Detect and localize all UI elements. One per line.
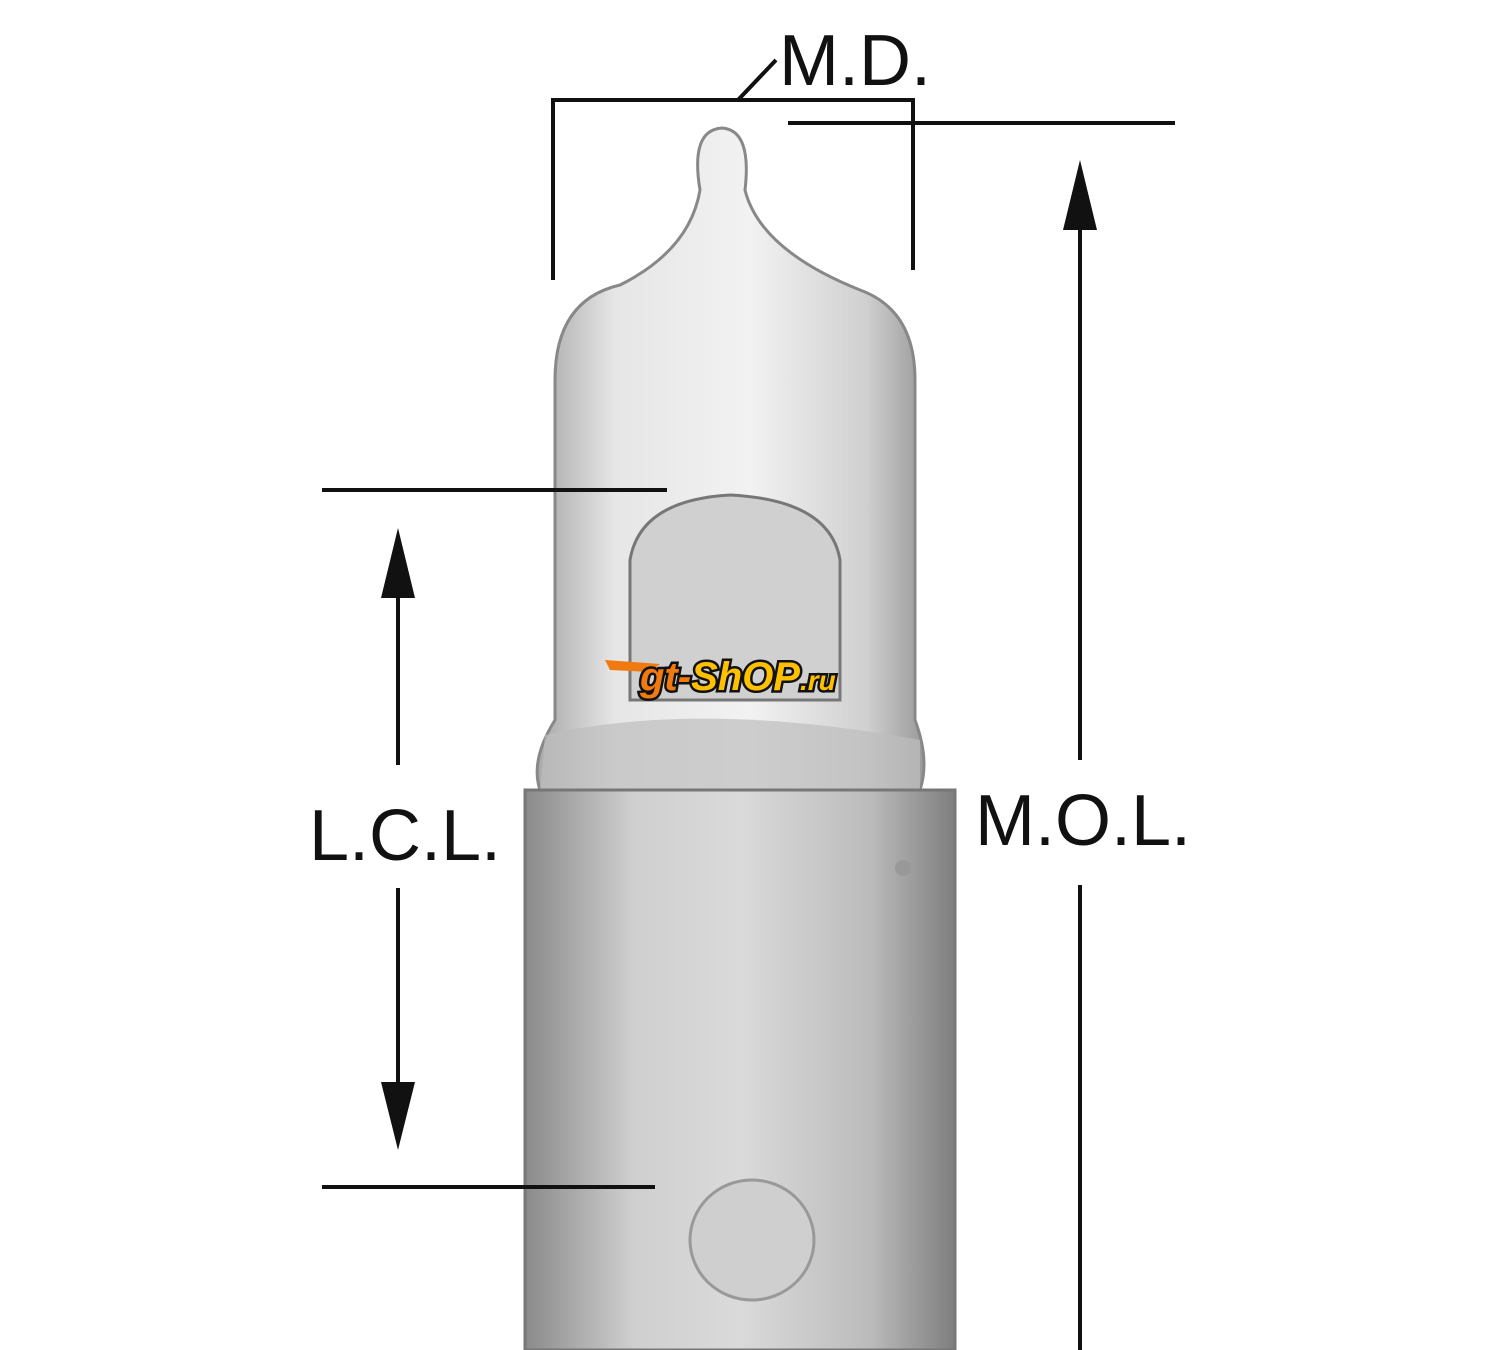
svg-text:gt-ShOP.ru: gt-ShOP.ru [639,655,836,699]
base-pin [688,1178,816,1302]
bulb-glass [535,126,926,792]
bulb-base [523,788,957,1350]
md-label: M.D. [779,21,931,101]
arrowheads [381,160,1097,1150]
lcl-arrow-up-icon [381,528,415,598]
watermark-logo: gt-ShOP.ru [605,653,838,702]
lcl-label: L.C.L. [309,796,501,876]
filament [628,493,842,702]
md-leader [736,58,778,102]
md-bracket [551,98,915,280]
mol-label: M.O.L. [975,781,1191,861]
mol-arrow-up-icon [1063,160,1097,230]
lcl-arrow-down-icon [381,1082,415,1150]
